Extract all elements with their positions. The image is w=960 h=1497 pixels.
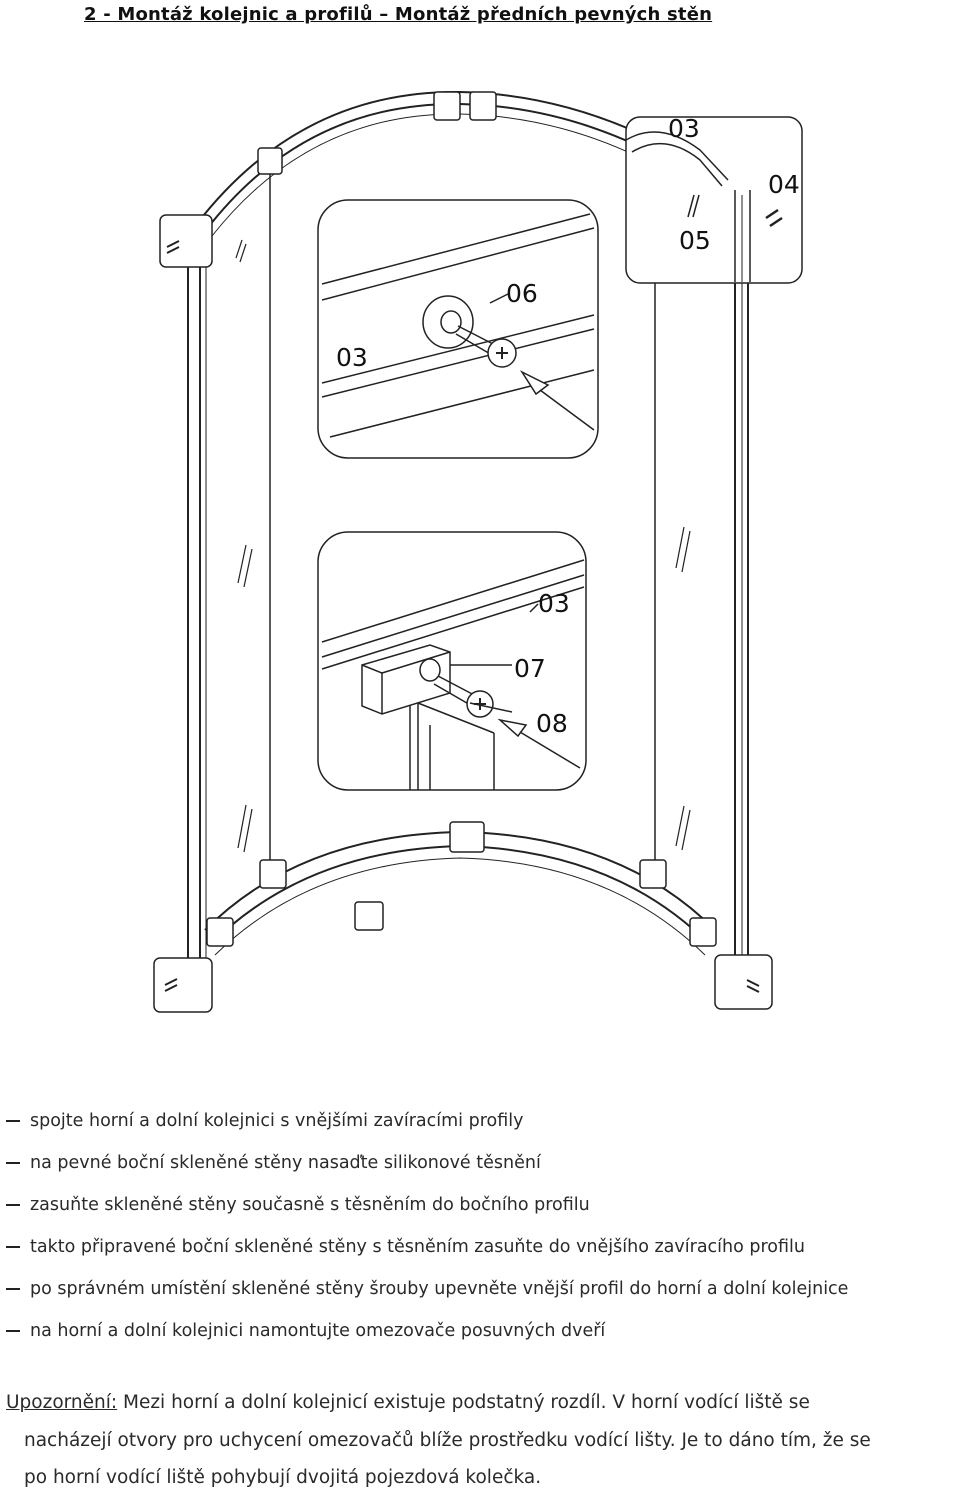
detail-box-top-right [625,116,803,284]
assembly-drawing: 03 04 05 06 03 [153,90,803,1013]
note-line-2: nacházejí otvory pro uchycení omezovačů … [24,1429,871,1451]
step-text: zasuňte skleněné stěny současně s těsněn… [30,1195,590,1215]
list-item: takto připravené boční skleněné stěny s … [6,1226,956,1268]
label-03-top: 03 [668,114,700,143]
label-08: 08 [536,709,568,738]
step-text: na horní a dolní kolejnici namontujte om… [30,1321,606,1341]
step-text: po správném umístění skleněné stěny šrou… [30,1279,849,1299]
label-03-lower: 03 [538,589,570,618]
list-item: spojte horní a dolní kolejnici s vnějším… [6,1100,956,1142]
instruction-list: spojte horní a dolní kolejnici s vnějším… [6,1100,956,1352]
note-line-3: po horní vodící liště pohybují dvojitá p… [24,1467,542,1488]
step-text: takto připravené boční skleněné stěny s … [30,1237,805,1257]
label-04: 04 [768,170,800,199]
label-05: 05 [679,226,711,255]
label-07: 07 [514,654,546,683]
step-text: spojte horní a dolní kolejnici s vnějším… [30,1111,524,1131]
corner-detail-top-left [159,214,213,268]
label-03-mid: 03 [336,343,368,372]
warning-note: Upozornění: Mezi horní a dolní kolejnicí… [6,1384,956,1497]
list-item: na pevné boční skleněné stěny nasaďte si… [6,1142,956,1184]
label-06: 06 [506,279,538,308]
warning-label: Upozornění: [6,1392,118,1413]
page-title: 2 - Montáž kolejnic a profilů – Montáž p… [84,4,713,25]
corner-detail-bottom-left [153,957,213,1013]
list-item: zasuňte skleněné stěny současně s těsněn… [6,1184,956,1226]
corner-detail-bottom-right [714,954,773,1010]
note-line-1: Mezi horní a dolní kolejnicí existuje po… [117,1392,810,1413]
list-item: na horní a dolní kolejnici namontujte om… [6,1310,956,1352]
step-text: na pevné boční skleněné stěny nasaďte si… [30,1153,541,1173]
list-item: po správném umístění skleněné stěny šrou… [6,1268,956,1310]
